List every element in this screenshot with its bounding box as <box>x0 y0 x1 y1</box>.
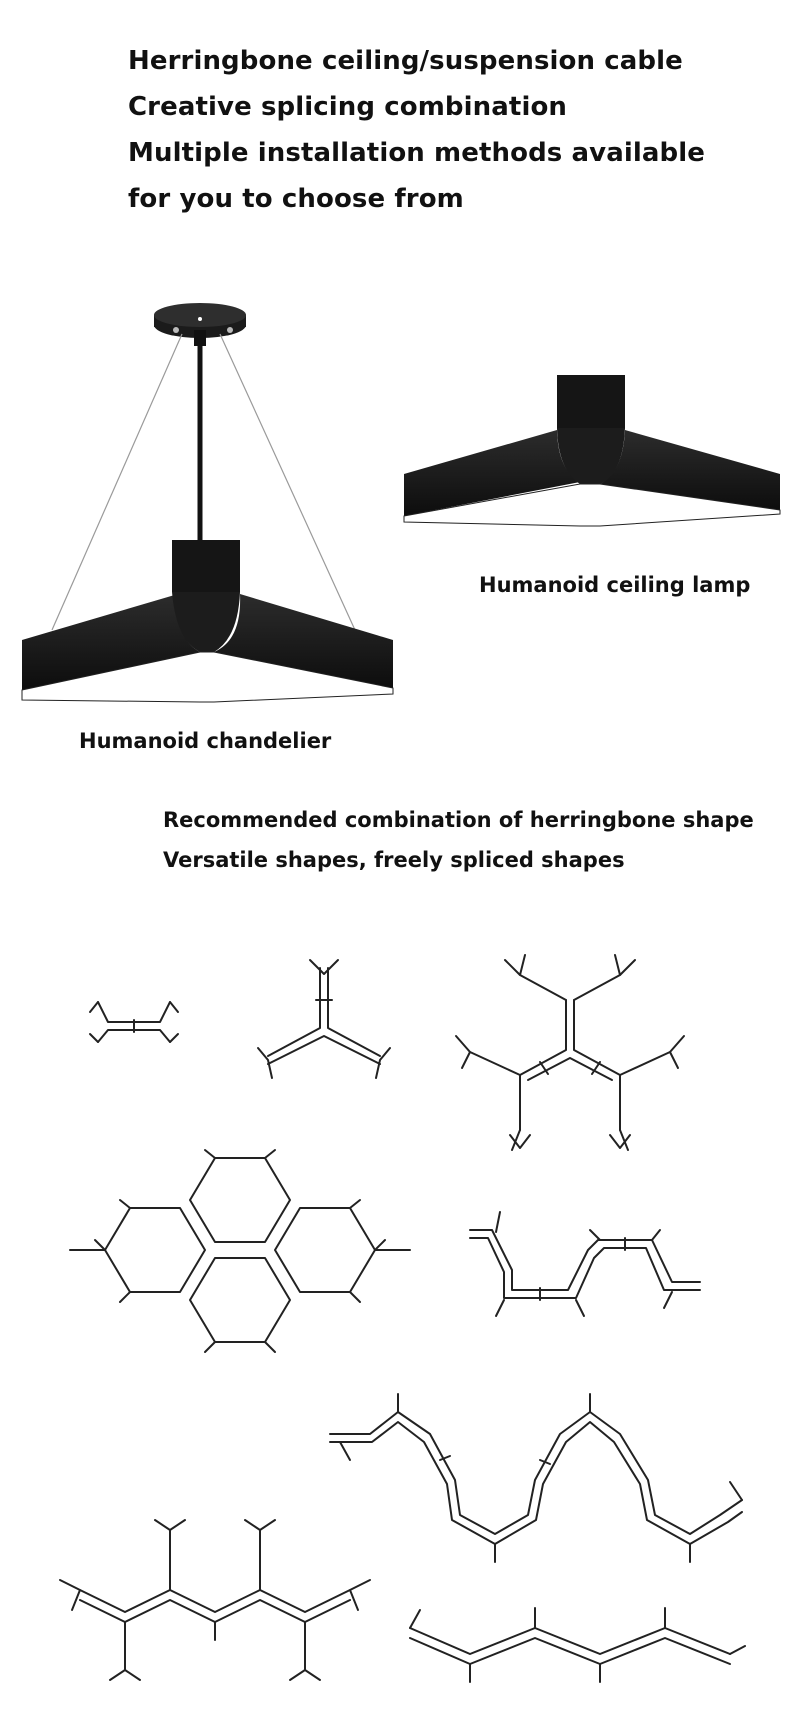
headline-line-2: Creative splicing combination <box>128 92 568 122</box>
combo-two-piece <box>89 1001 179 1043</box>
combo-zigzag-long <box>329 1393 743 1563</box>
ceiling-lamp-label: Humanoid ceiling lamp <box>479 573 751 597</box>
headline-line-3: Multiple installation methods available <box>128 138 705 168</box>
combinations-line-1: Recommended combination of herringbone s… <box>163 808 754 832</box>
chandelier-label: Humanoid chandelier <box>79 729 332 753</box>
product-images <box>21 303 781 703</box>
combo-wave-bottom <box>409 1607 746 1683</box>
combo-zigzag-short <box>469 1211 701 1317</box>
combinations-heading: Recommended combination of herringbone s… <box>163 800 763 880</box>
headline-line-1: Herringbone ceiling/suspension cable <box>128 46 683 76</box>
combo-tree <box>455 954 685 1151</box>
headline: Herringbone ceiling/suspension cable Cre… <box>128 38 768 222</box>
ceiling-lamp-image <box>403 375 781 527</box>
combinations-line-2: Versatile shapes, freely spliced shapes <box>163 848 625 872</box>
combo-three-way <box>257 959 391 1079</box>
combo-honeycomb <box>69 1149 411 1353</box>
combo-multi-tree <box>59 1519 371 1681</box>
headline-line-4: for you to choose from <box>128 184 464 214</box>
combination-diagrams <box>59 954 746 1683</box>
chandelier-image <box>21 303 394 703</box>
